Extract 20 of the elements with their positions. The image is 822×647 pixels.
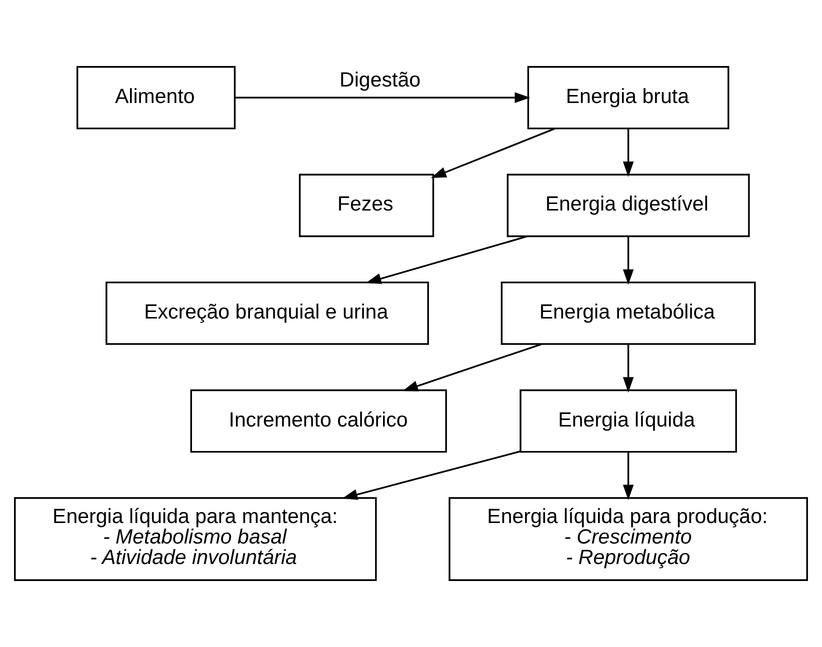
arrow [430,128,555,178]
arrow [622,344,634,393]
node-box: Energia líquida para produção: - Crescimento - Reprodução [448,497,808,581]
node-box: Energia digestível [506,174,750,238]
arrow [402,343,542,392]
arrow [622,129,634,177]
node-box: Alimento [76,66,236,130]
node-box: Energia líquida [520,389,737,453]
node-box: Incremento calórico [190,389,447,453]
node-box: Energia metabólica [500,282,756,345]
node-box: Energia bruta [527,66,730,130]
edge-label: Digestão [340,68,421,92]
node-box: Excreção branquial e urina [106,282,429,345]
arrow [235,92,530,104]
node-box: Fezes [298,174,434,238]
node-box: Energia líquida para mantença: - Metabolismo basal - Atividade involuntária [14,497,377,581]
arrow [342,450,520,500]
arrow [622,452,634,500]
arrow [366,236,528,284]
arrow [622,236,634,285]
